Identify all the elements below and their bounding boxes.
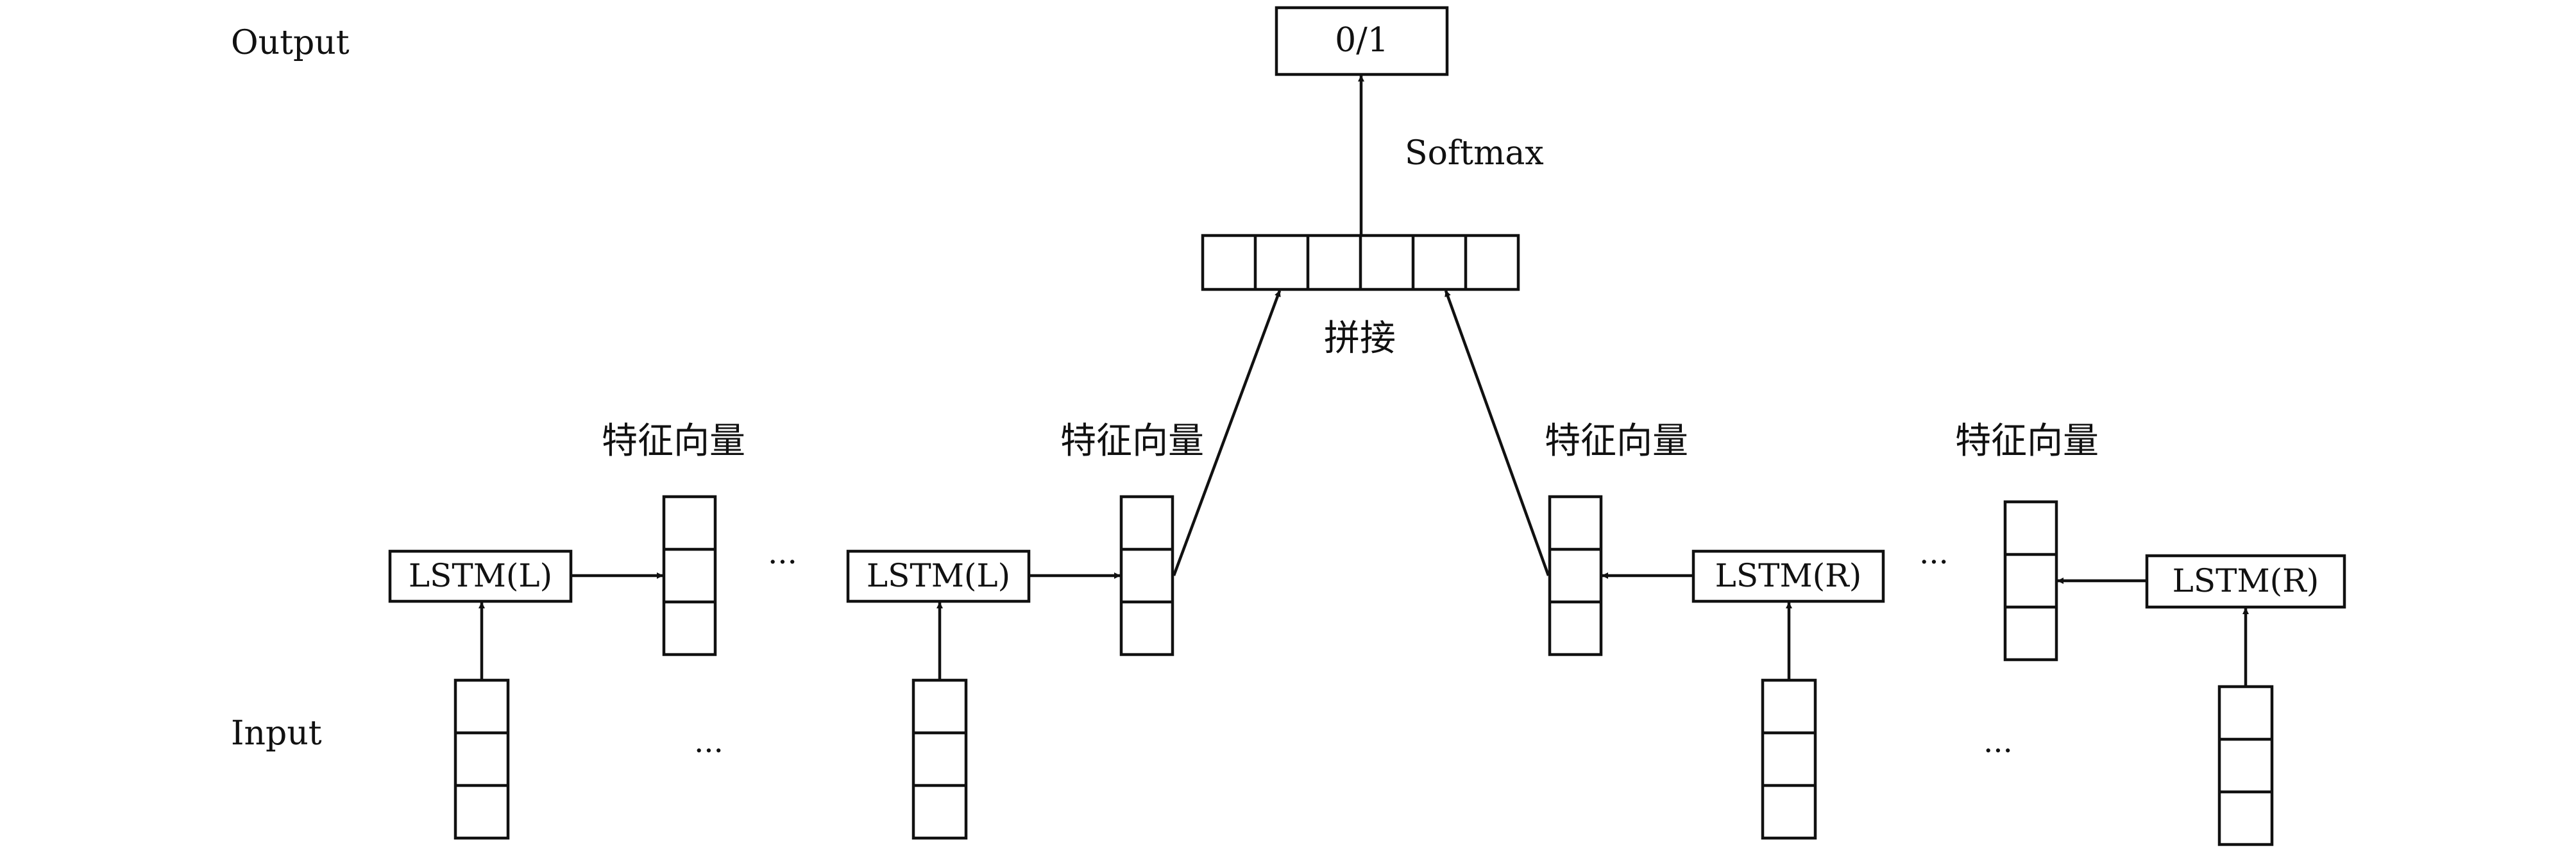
input-label: Input	[231, 714, 322, 753]
lstm-left-label-2: LSTM(L)	[867, 557, 1010, 594]
feature-vector-4	[2003, 500, 2058, 662]
input-vector-1	[453, 678, 510, 840]
concat-arrow-left	[1172, 290, 1282, 576]
concat-label: 拼接	[1324, 318, 1396, 359]
lstm-right-label-1: LSTM(R)	[1715, 557, 1862, 594]
feature-vector-2	[1119, 495, 1174, 656]
feature-vector-label-4: 特征向量	[1955, 420, 2099, 462]
lstm-left-label-1: LSTM(L)	[409, 557, 552, 594]
result-label: 0/1	[1335, 21, 1389, 60]
feature-vector-label-1: 特征向量	[602, 420, 745, 462]
feature-vector-1	[662, 495, 717, 656]
concatenated-vector	[1201, 234, 1520, 291]
ellipsis-lstm-right: ···	[1919, 544, 1949, 580]
lstm-right-label-2: LSTM(R)	[2173, 562, 2319, 599]
output-label: Output	[231, 24, 350, 62]
concat-arrow-right	[1444, 290, 1550, 576]
input-vector-4	[2217, 685, 2274, 846]
feature-vector-3	[1548, 495, 1603, 656]
ellipsis-lstm-left: ···	[768, 544, 797, 580]
ellipsis-input-left: ···	[694, 733, 724, 769]
softmax-label: Softmax	[1405, 134, 1544, 173]
output-box	[1275, 6, 1449, 76]
input-vector-3	[1761, 678, 1817, 840]
feature-vector-label-2: 特征向量	[1060, 420, 1204, 462]
feature-vector-label-3: 特征向量	[1545, 420, 1688, 462]
input-vector-2	[911, 678, 968, 840]
ellipsis-input-right: ···	[1983, 733, 2013, 769]
